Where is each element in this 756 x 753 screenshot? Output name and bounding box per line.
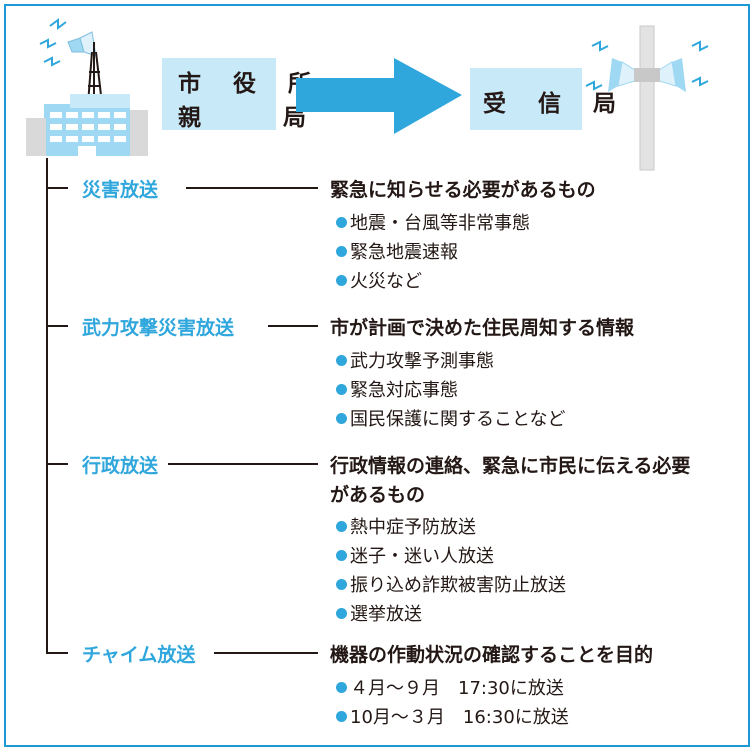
city-hall-building-icon: [26, 18, 148, 156]
connector-3: [168, 463, 318, 465]
branch-4: [46, 652, 68, 654]
connector-1: [186, 187, 318, 189]
category-heading-chime: 機器の作動状況の確認することを目的: [330, 644, 654, 666]
list-item: 選挙放送: [336, 600, 422, 626]
list-item: ４月～９月 17:30に放送: [336, 674, 564, 700]
bullet-icon: [336, 355, 347, 366]
category-name-chime: チャイム放送: [82, 644, 196, 666]
bullet-icon: [336, 579, 347, 590]
loudspeaker-pole-icon: [585, 25, 709, 171]
bullet-icon: [336, 413, 347, 424]
list-item: 10月～３月 16:30に放送: [336, 703, 569, 729]
category-heading-administrative: 行政情報の連絡、緊急に市民に伝える必要: [330, 455, 691, 477]
bullet-icon: [336, 521, 347, 532]
list-item: 迷子・迷い人放送: [336, 542, 494, 568]
list-item: 火災など: [336, 267, 422, 293]
city-hall-box: [162, 58, 276, 130]
category-name-administrative: 行政放送: [82, 455, 159, 477]
category-heading-administrative-cont: があるもの: [330, 484, 426, 506]
diagram-frame: [4, 4, 750, 747]
branch-2: [46, 325, 68, 327]
connector-4: [214, 652, 318, 654]
bullet-icon: [336, 550, 347, 561]
list-item: 熱中症予防放送: [336, 513, 476, 539]
city-hall-line2: 親 局: [178, 105, 318, 131]
category-heading-armed-attack: 市が計画で決めた住民周知する情報: [330, 317, 635, 339]
bullet-icon: [336, 384, 347, 395]
bullet-icon: [336, 711, 347, 722]
bullet-icon: [336, 608, 347, 619]
branch-3: [46, 463, 68, 465]
list-item: 国民保護に関することなど: [336, 405, 565, 431]
list-item: 振り込め詐欺被害防止放送: [336, 571, 566, 597]
category-heading-disaster: 緊急に知らせる必要があるもの: [330, 179, 596, 201]
receiver-label: 受 信 局: [483, 91, 629, 117]
connector-2: [268, 325, 318, 327]
category-name-disaster: 災害放送: [82, 179, 159, 201]
bullet-icon: [336, 246, 347, 257]
list-item: 緊急対応事態: [336, 376, 458, 402]
bullet-icon: [336, 682, 347, 693]
bullet-icon: [336, 275, 347, 286]
list-item: 緊急地震速報: [336, 238, 458, 264]
branch-1: [46, 187, 68, 189]
tree-trunk: [46, 158, 48, 653]
city-hall-line1: 市 役 所: [178, 71, 324, 97]
bullet-icon: [336, 217, 347, 228]
category-name-armed-attack: 武力攻撃災害放送: [82, 317, 235, 339]
list-item: 地震・台風等非常事態: [336, 209, 530, 235]
list-item: 武力攻撃予測事態: [336, 347, 494, 373]
receiver-box: [470, 68, 582, 130]
broadcast-arrow-icon: [296, 58, 462, 134]
